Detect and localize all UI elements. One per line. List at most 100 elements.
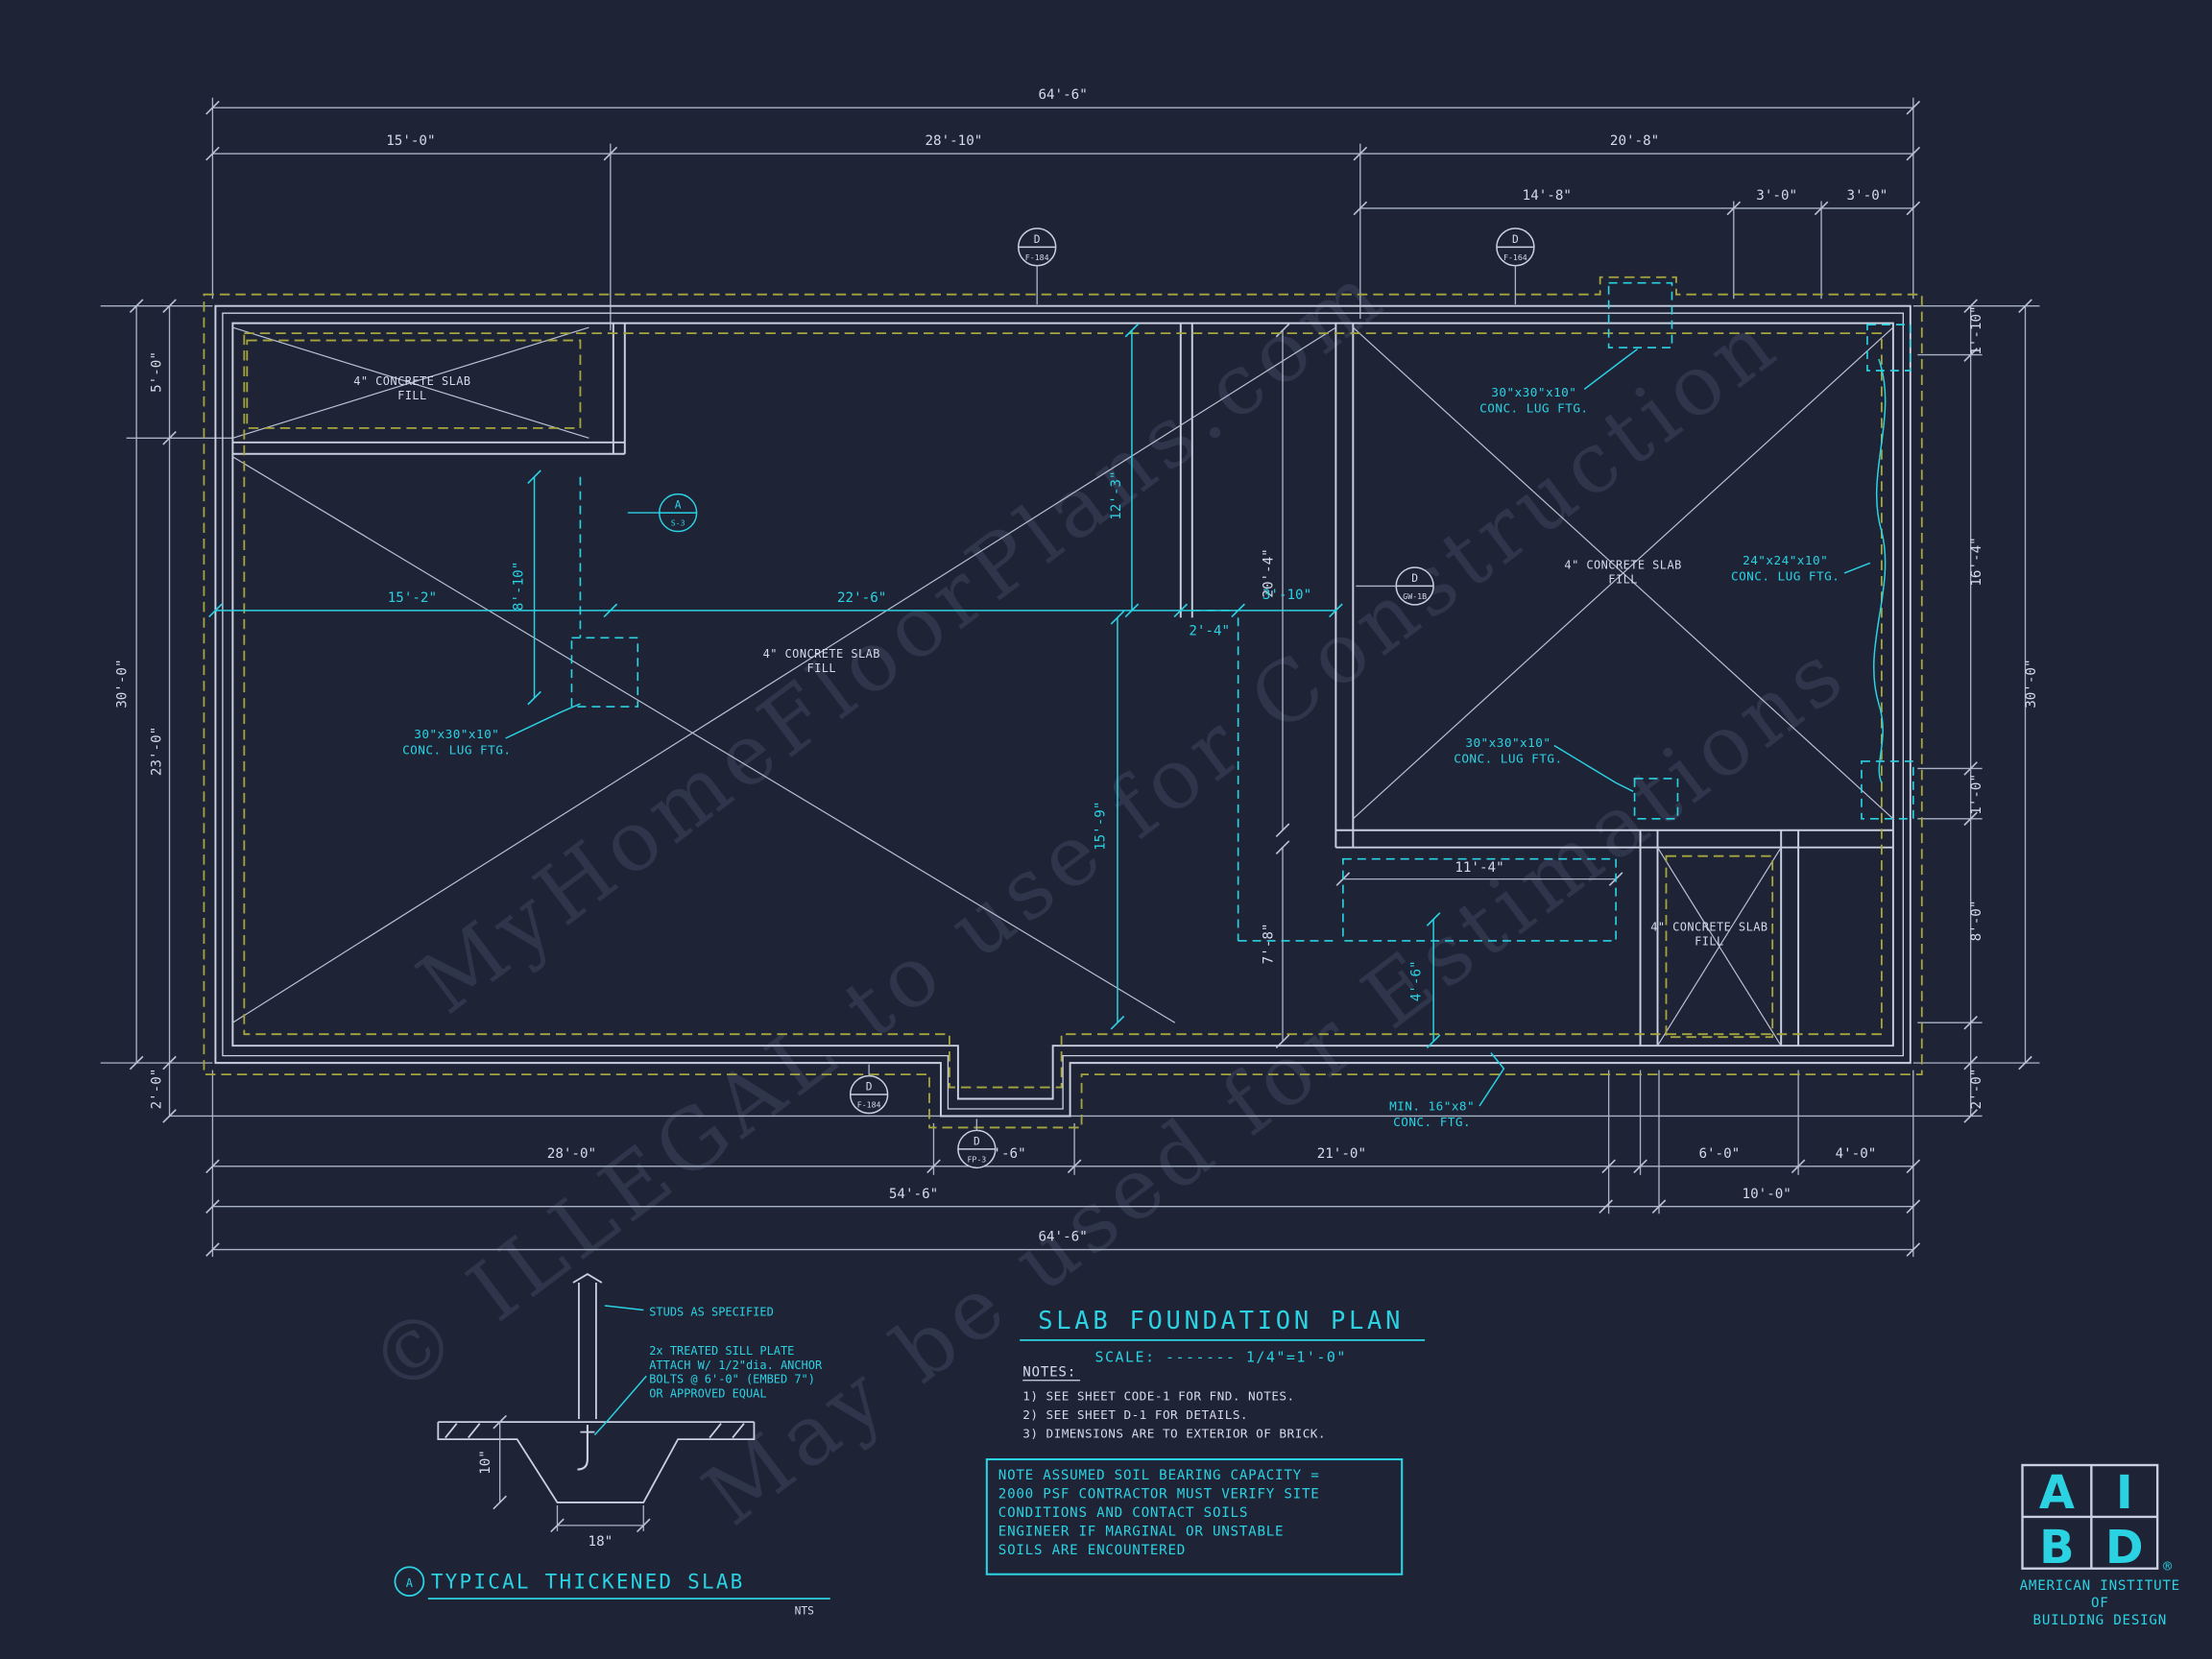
callout-leaders	[505, 348, 1887, 1107]
lug-footing-label: 30"x30"x10"	[1465, 735, 1551, 750]
dim-int-8-10: 8'-10"	[512, 562, 527, 611]
logo-org-line: OF	[2091, 1596, 2109, 1611]
dim-int-15-9: 15'-9"	[1094, 802, 1109, 851]
dim-bottom-d: 6'-0"	[1698, 1146, 1740, 1162]
soil-note-line: NOTE ASSUMED SOIL BEARING CAPACITY =	[998, 1468, 1320, 1483]
marker-ref: S-3	[671, 518, 685, 528]
slab-fill-label: FILL	[397, 389, 427, 402]
dim-right-d: 8'-0"	[1969, 901, 1984, 942]
sill-plate-callout: 2x TREATED SILL PLATE	[649, 1344, 794, 1358]
soil-note-box	[985, 1457, 1404, 1575]
marker-ref: F-184	[1025, 252, 1049, 262]
detail-marker-gw1b: D GW-1B	[1356, 566, 1434, 606]
dim-right-b: 16'-4"	[1969, 537, 1984, 586]
slab-fill-label: 4" CONCRETE SLAB	[763, 647, 880, 661]
detail-dim-depth: 10"	[478, 1450, 493, 1475]
soil-note-line: 2000 PSF CONTRACTOR MUST VERIFY SITE	[998, 1486, 1320, 1502]
soil-note-line: ENGINEER IF MARGINAL OR UNSTABLE	[998, 1524, 1285, 1539]
dim-int-11-4: 11'-4"	[1455, 860, 1503, 876]
lug-footing-label: CONC. LUG FTG.	[402, 742, 511, 757]
marker-ref: F-164	[1503, 252, 1527, 262]
dim-bottom-sub-b: 10'-0"	[1743, 1187, 1791, 1202]
dim-bottom-c: 21'-0"	[1317, 1146, 1366, 1162]
detail-marker-f184-bottom: D F-184	[849, 1064, 889, 1115]
slab-fill-label: 4" CONCRETE SLAB	[1650, 920, 1767, 933]
dim-top-a: 15'-0"	[386, 133, 435, 149]
notes-heading: NOTES:	[1022, 1364, 1076, 1380]
dim-right-a: 1'-10"	[1969, 305, 1984, 354]
sill-plate-callout: OR APPROVED EQUAL	[649, 1387, 766, 1401]
lug-footing-label: 30"x30"x10"	[414, 727, 499, 741]
plan-labels: 4" CONCRETE SLAB FILL 4" CONCRETE SLAB F…	[353, 374, 1839, 1129]
slab-x-bracing	[232, 326, 1894, 1046]
logo-letter-i: I	[2116, 1467, 2133, 1520]
dim-bottom-a: 28'-0"	[547, 1146, 596, 1162]
interior-dimension-texts: 15'-2" 22'-6" 3'-10" 2'-4" 8'-10" 12'-3"…	[388, 470, 1425, 1001]
lug-footing-label: 30"x30"x10"	[1491, 385, 1576, 399]
sheet-title: SLAB FOUNDATION PLAN	[1038, 1306, 1404, 1334]
dim-bottom-e: 4'-0"	[1836, 1146, 1877, 1162]
registered-mark: ®	[2163, 1558, 2172, 1575]
dim-top-b: 28'-10"	[925, 133, 982, 149]
dim-left-overall: 30'-0"	[115, 659, 131, 708]
dim-int-3-10: 3'-10"	[1262, 588, 1311, 603]
dim-bottom-sub-a: 54'-6"	[889, 1187, 938, 1202]
dim-left-b: 23'-0"	[150, 727, 165, 776]
logo-org-line: BUILDING DESIGN	[2033, 1613, 2168, 1628]
aibd-logo: A I B D ® AMERICAN INSTITUTE OF BUILDING…	[2020, 1463, 2180, 1628]
logo-org-line: AMERICAN INSTITUTE	[2020, 1578, 2180, 1594]
detail-marker-f164: D F-164	[1496, 228, 1535, 305]
slab-fill-label: 4" CONCRETE SLAB	[353, 374, 470, 388]
dim-int-22-6: 22'-6"	[837, 590, 886, 606]
sheet-scale: SCALE: ------- 1/4"=1'-0"	[1094, 1348, 1346, 1365]
lug-footing-label: CONC. LUG FTG.	[1731, 568, 1839, 583]
lug-footing-label: CONC. LUG FTG.	[1454, 751, 1562, 765]
dim-overall-top: 64'-6"	[1038, 87, 1087, 103]
brick-outline-dashed	[203, 276, 1923, 1129]
detail-marker-fp3: D FP-3	[957, 1118, 997, 1169]
slab-fill-label: FILL	[1608, 572, 1638, 586]
slab-fill-label: 4" CONCRETE SLAB	[1564, 558, 1681, 571]
marker-letter: A	[675, 499, 682, 512]
sill-plate-callout: ATTACH W/ 1/2"dia. ANCHOR	[649, 1358, 823, 1372]
dim-top-sub-c: 3'-0"	[1847, 188, 1888, 204]
dim-top-sub-b: 3'-0"	[1756, 188, 1797, 204]
marker-letter: D	[974, 1135, 980, 1147]
slab-fill-label: FILL	[1695, 934, 1724, 948]
watermark-text-1: MyHomeFloorPlans.com	[400, 244, 1404, 1033]
soil-note-line: CONDITIONS AND CONTACT SOILS	[998, 1505, 1248, 1521]
lug-footing-label: CONC. LUG FTG.	[1479, 400, 1588, 415]
dimension-lines	[100, 97, 2040, 1258]
detail-title: TYPICAL THICKENED SLAB	[431, 1571, 745, 1594]
detail-scale: NTS	[795, 1605, 815, 1618]
dimension-texts: 64'-6" 15'-0" 28'-10" 20'-8" 14'-8" 3'-0…	[115, 87, 2039, 1244]
note-line: 1) SEE SHEET CODE-1 FOR FND. NOTES.	[1022, 1389, 1294, 1404]
dim-int-7-8: 7'-8"	[1262, 924, 1277, 965]
dim-right-c: 1'-0"	[1969, 774, 1984, 815]
dim-int-4-6: 4'-6"	[1409, 960, 1425, 1001]
dim-overall-bottom: 64'-6"	[1038, 1230, 1087, 1245]
marker-letter: D	[1034, 233, 1041, 246]
soil-note-line: SOILS ARE ENCOUNTERED	[998, 1543, 1186, 1558]
detail-marker-f184-top: D F-184	[1017, 228, 1057, 305]
lug-footing-label: 24"x24"x10"	[1743, 553, 1828, 567]
dim-int-15-2: 15'-2"	[388, 590, 437, 606]
dim-int-2-4: 2'-4"	[1189, 623, 1230, 638]
marker-ref: GW-1B	[1403, 591, 1427, 601]
note-line: 3) DIMENSIONS ARE TO EXTERIOR OF BRICK.	[1022, 1427, 1326, 1441]
marker-letter: D	[866, 1081, 873, 1094]
dim-top-sub-a: 14'-8"	[1523, 188, 1572, 204]
thickened-slab-detail: STUDS AS SPECIFIED 2x TREATED SILL PLATE…	[394, 1272, 830, 1618]
dim-left-c: 2'-0"	[150, 1069, 165, 1110]
logo-letter-a: A	[2039, 1467, 2075, 1520]
dim-right-overall: 30'-0"	[2024, 659, 2039, 708]
foundation-walls	[214, 304, 1911, 1118]
title-block: SLAB FOUNDATION PLAN SCALE: ------- 1/4"…	[985, 1306, 1426, 1575]
detail-marker-s3: A S-3	[627, 493, 698, 533]
logo-letter-b: B	[2039, 1522, 2074, 1575]
dim-right-e: 2'-0"	[1969, 1069, 1984, 1110]
detail-marker-letter: A	[406, 1576, 413, 1590]
detail-markers: D F-184 D F-164 A S-3 D GW-1B	[627, 228, 1535, 1169]
slab-fill-label: FILL	[806, 661, 836, 675]
